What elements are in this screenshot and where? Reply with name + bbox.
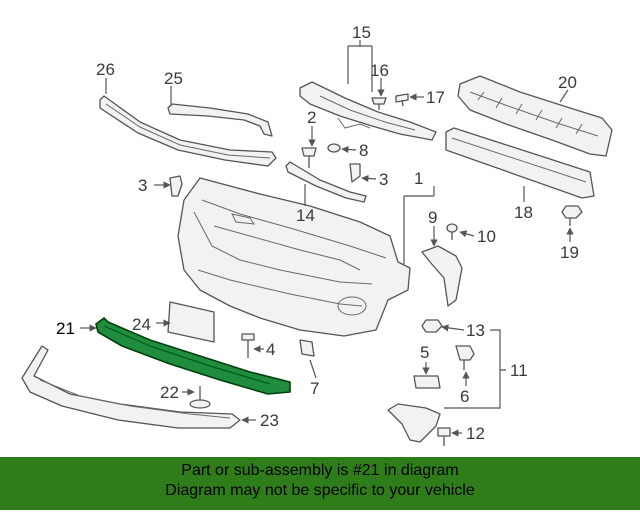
part-3-push-pin-left[interactable]	[169, 175, 183, 197]
part-17-clip[interactable]	[395, 93, 409, 107]
part-6-bolt[interactable]	[455, 345, 475, 370]
part-20-energy-absorber[interactable]	[457, 75, 613, 157]
part-23-air-deflector[interactable]	[21, 345, 241, 429]
part-3-push-pin-right[interactable]	[349, 163, 361, 183]
callout-17: 17	[426, 88, 445, 107]
callout-3-right: 3	[379, 170, 388, 189]
callout-14: 14	[296, 206, 315, 225]
part-22-bolt[interactable]	[189, 386, 211, 409]
part-12-bolt[interactable]	[437, 427, 451, 446]
part-14-trim-strip[interactable]	[285, 161, 367, 203]
part-26-upper-trim-strip[interactable]	[99, 95, 277, 167]
part-13-bolt[interactable]	[421, 319, 443, 333]
callout-18: 18	[514, 203, 533, 222]
part-9-bracket[interactable]	[421, 245, 463, 307]
part-24-license-bracket[interactable]	[167, 301, 215, 343]
callout-4: 4	[266, 340, 275, 359]
part-4-bolt[interactable]	[241, 333, 255, 358]
callout-21: 21	[56, 319, 75, 338]
callout-3-left: 3	[138, 176, 147, 195]
part-18-impact-bar[interactable]	[445, 127, 595, 199]
callout-16: 16	[370, 61, 389, 80]
part-16-clip[interactable]	[371, 97, 387, 110]
callout-11: 11	[510, 361, 528, 380]
part-25-trim-bracket[interactable]	[167, 103, 273, 137]
callout-8: 8	[359, 141, 368, 160]
part-10-screw[interactable]	[446, 223, 458, 240]
part-19-bolt[interactable]	[561, 205, 583, 226]
callout-15: 15	[352, 23, 371, 42]
callout-22: 22	[160, 383, 179, 402]
callout-6: 6	[460, 387, 469, 406]
callout-leaders	[80, 40, 574, 437]
part-11-bracket[interactable]	[387, 403, 441, 443]
part-1-bumper-fascia[interactable]	[177, 177, 411, 337]
callout-2: 2	[307, 108, 316, 127]
callout-9: 9	[428, 208, 437, 227]
parts-diagram: 26 25 15 16 17 20 2 8 3 3 1 14 9 10 18 1…	[21, 23, 613, 446]
highlight-notice-banner: Part or sub-assembly is #21 in diagram D…	[0, 457, 640, 510]
callout-24: 24	[132, 315, 151, 334]
callout-25: 25	[164, 69, 183, 88]
part-8-clip[interactable]	[327, 143, 341, 153]
part-2-screw[interactable]	[301, 147, 317, 168]
callout-23: 23	[260, 411, 279, 430]
callout-10: 10	[477, 227, 496, 246]
part-15-bracket-assembly[interactable]	[299, 81, 437, 141]
part-7-clip[interactable]	[299, 339, 315, 357]
banner-line-2: Diagram may not be specific to your vehi…	[165, 482, 475, 499]
part-21-deflector-bracket[interactable]	[95, 317, 291, 395]
callout-26: 26	[96, 60, 115, 79]
callout-7: 7	[310, 379, 319, 398]
part-5-clip[interactable]	[413, 375, 441, 389]
callout-19: 19	[560, 243, 579, 262]
callout-12: 12	[466, 424, 485, 443]
banner-line-1: Part or sub-assembly is #21 in diagram	[181, 462, 459, 479]
callout-5: 5	[420, 343, 429, 362]
callout-13: 13	[466, 321, 485, 340]
callout-20: 20	[558, 73, 577, 92]
callout-1: 1	[414, 169, 423, 188]
